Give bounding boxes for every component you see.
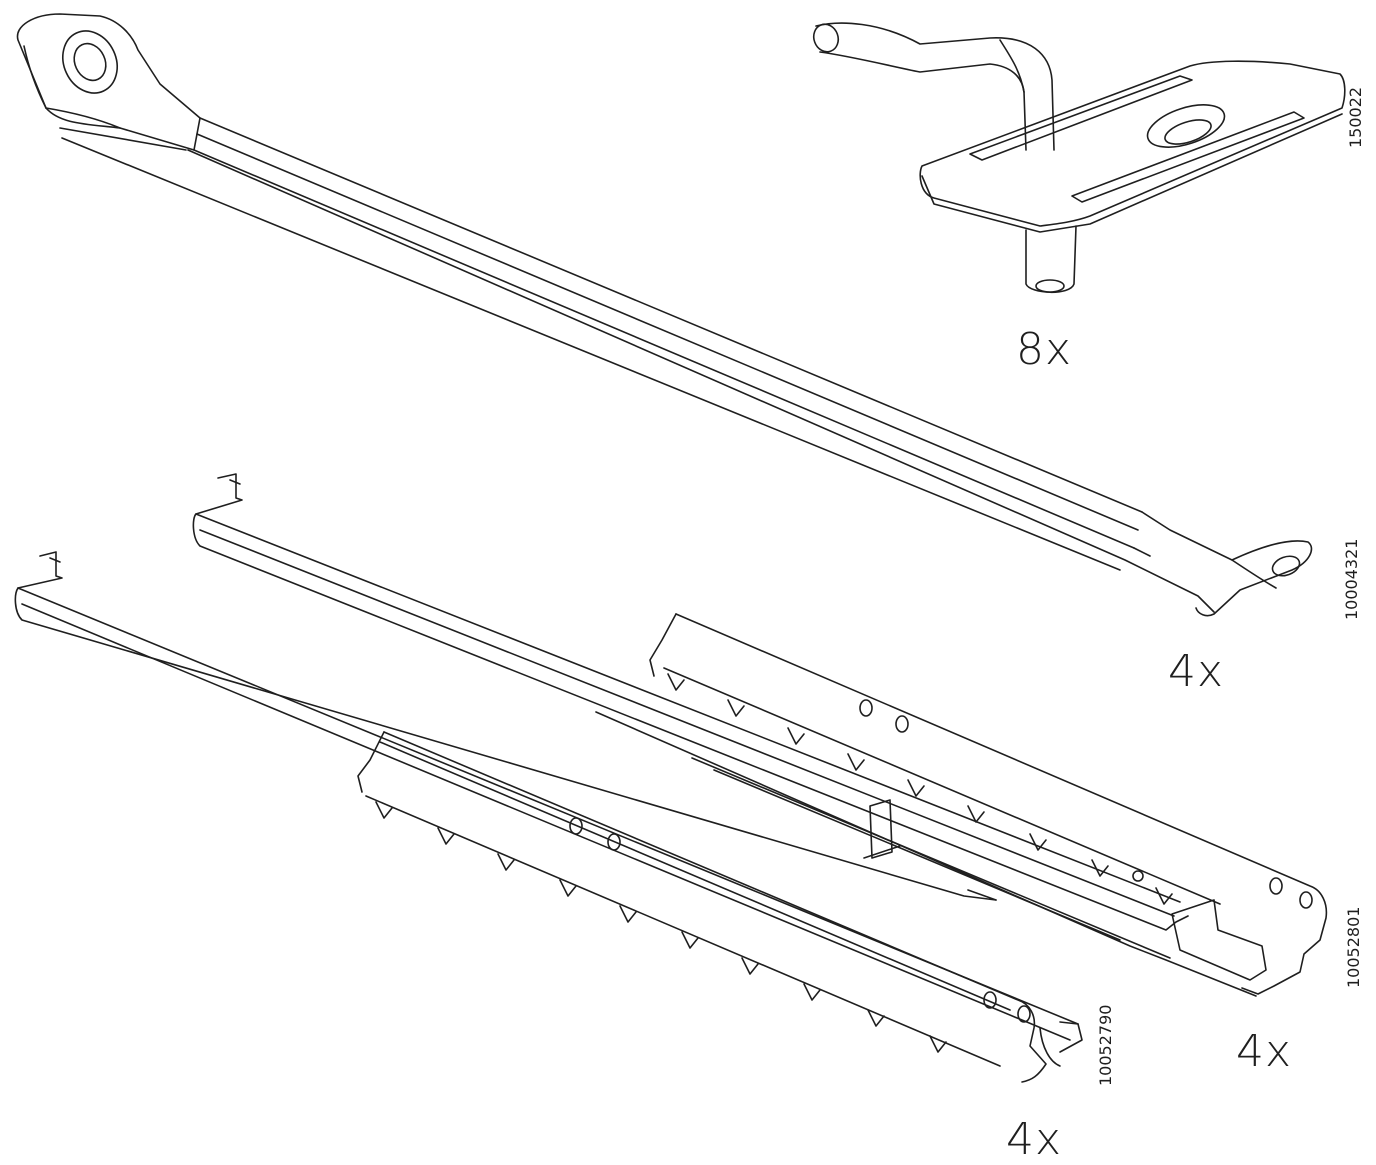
quantity-label-connecting-rod: 4x (1168, 646, 1225, 697)
drawer-runner-short-icon (15, 552, 1082, 1082)
part-code-connecting-rod: 10004321 (1342, 538, 1361, 620)
part-code-drawer-runner-short: 10052790 (1096, 1004, 1115, 1086)
cam-pin-with-plate-icon (810, 21, 1345, 293)
part-code-drawer-runner-long: 10052801 (1344, 906, 1363, 988)
quantity-label-cam-pin: 8x (1016, 324, 1073, 375)
part-code-cam-pin: 150022 (1346, 86, 1365, 148)
connecting-rod-icon (17, 14, 1311, 616)
quantity-label-drawer-runner-short: 4x (1006, 1114, 1063, 1165)
quantity-label-drawer-runner-long: 4x (1236, 1026, 1293, 1077)
drawer-runner-long-icon (193, 474, 1326, 996)
